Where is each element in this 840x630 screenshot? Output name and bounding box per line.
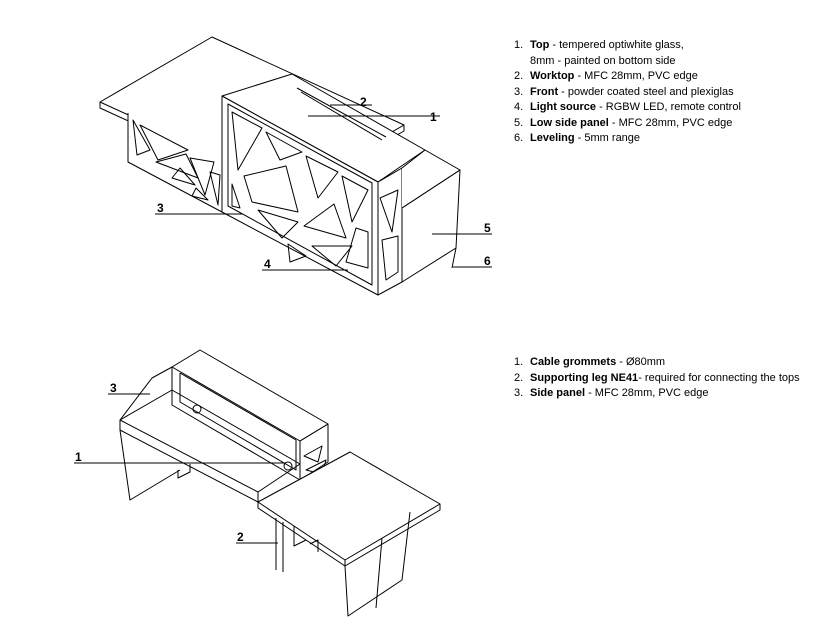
spec-item: 2. Supporting leg NE41- required for con… — [514, 371, 800, 384]
left-lattice-panel — [127, 113, 223, 213]
callout-5: 5 — [484, 221, 491, 235]
callout-1: 1 — [430, 110, 437, 124]
spec-item: 5. Low side panel - MFC 28mm, PVC edge — [514, 116, 733, 129]
spec-item: 3. Side panel - MFC 28mm, PVC edge — [514, 387, 709, 399]
front-lattice-pattern — [231, 111, 399, 281]
rear-box — [171, 349, 329, 481]
bottom-callout-leaders — [74, 393, 286, 544]
side-panel-top-curve — [119, 366, 173, 421]
callout-2: 2 — [360, 95, 367, 109]
front-block — [221, 73, 426, 296]
right-extension-desk — [257, 451, 441, 617]
spec-item: 3. Front - powder coated steel and plexi… — [514, 85, 734, 98]
callout-3: 3 — [157, 201, 164, 215]
reception-desk-top-view — [99, 36, 492, 296]
spec-item: 1. Top - tempered optiwhite glass,8mm - … — [514, 39, 684, 67]
spec-item: 4. Light source - RGBW LED, remote contr… — [514, 101, 741, 113]
reception-desk-bottom-view — [74, 349, 441, 617]
top-callout-leaders — [155, 104, 492, 271]
callout-b1: 1 — [75, 450, 82, 464]
bottom-spec-list: 1. Cable grommets - Ø80mm 2. Supporting … — [514, 355, 800, 402]
low-side-panel — [401, 149, 461, 283]
spec-item: 6. Leveling - 5mm range — [514, 132, 641, 144]
callout-b3: 3 — [110, 381, 117, 395]
supporting-leg — [275, 518, 319, 572]
cable-grommet-front — [283, 461, 293, 471]
spec-item: 1. Cable grommets - Ø80mm — [514, 356, 666, 368]
top-spec-list: 1. Top - tempered optiwhite glass,8mm - … — [514, 38, 741, 147]
left-desk — [119, 366, 301, 503]
spec-item: 2. Worktop - MFC 28mm, PVC edge — [514, 70, 698, 82]
callout-b2: 2 — [237, 530, 244, 544]
callout-4: 4 — [264, 257, 271, 271]
callout-6: 6 — [484, 254, 491, 268]
